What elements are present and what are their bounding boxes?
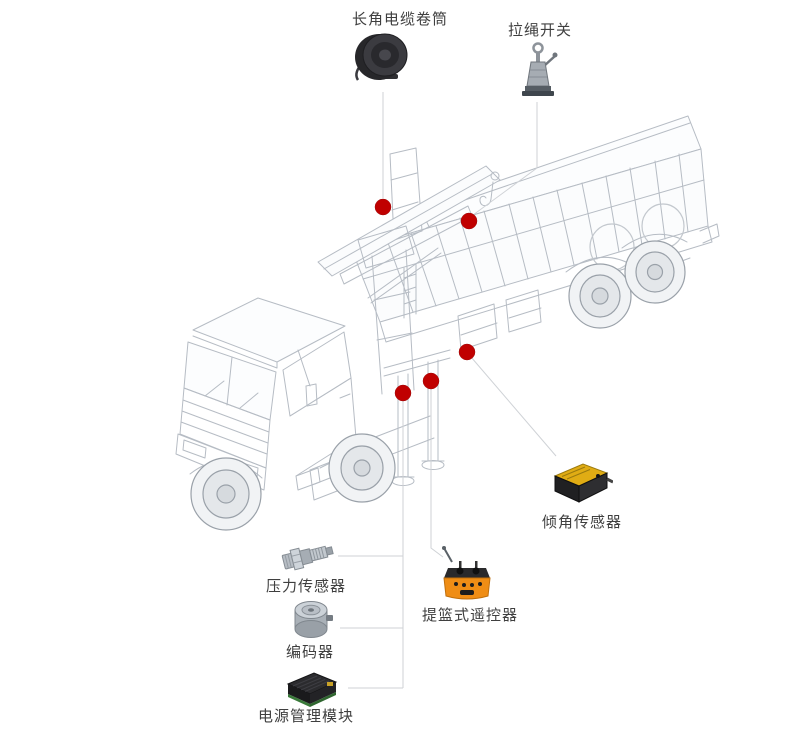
- cable-reel-image: [350, 30, 416, 88]
- label-cable-reel: 长角电缆卷筒: [351, 11, 449, 28]
- connector-lines: [338, 92, 557, 689]
- encoder-image: [289, 595, 333, 643]
- power-module-image: [283, 663, 341, 709]
- marker-pull-rope-switch: [460, 212, 478, 230]
- label-basket-remote: 提篮式遥控器: [421, 607, 519, 624]
- marker-basket-remote: [422, 372, 440, 390]
- label-pressure-sensor: 压力传感器: [265, 578, 347, 595]
- marker-pressure-encoder-power: [394, 384, 412, 402]
- truck-wheels: [190, 203, 686, 531]
- truck-wireframe-lines: [175, 115, 720, 501]
- pull-rope-switch-image: [517, 40, 559, 102]
- marker-cable-reel: [374, 198, 392, 216]
- placement-markers: [374, 198, 478, 402]
- label-encoder: 编码器: [285, 644, 335, 661]
- label-tilt-sensor: 倾角传感器: [541, 514, 623, 531]
- connector-pull-rope-switch: [472, 102, 538, 216]
- pressure-sensor-image: [280, 535, 338, 577]
- connector-basket-remote: [430, 389, 444, 558]
- connector-tilt-sensor: [470, 356, 557, 457]
- marker-tilt-sensor: [458, 343, 476, 361]
- tilt-sensor-image: [549, 455, 614, 507]
- label-power-module: 电源管理模块: [257, 708, 355, 725]
- basket-remote-image: [436, 544, 498, 604]
- label-pull-rope-switch: 拉绳开关: [507, 22, 573, 39]
